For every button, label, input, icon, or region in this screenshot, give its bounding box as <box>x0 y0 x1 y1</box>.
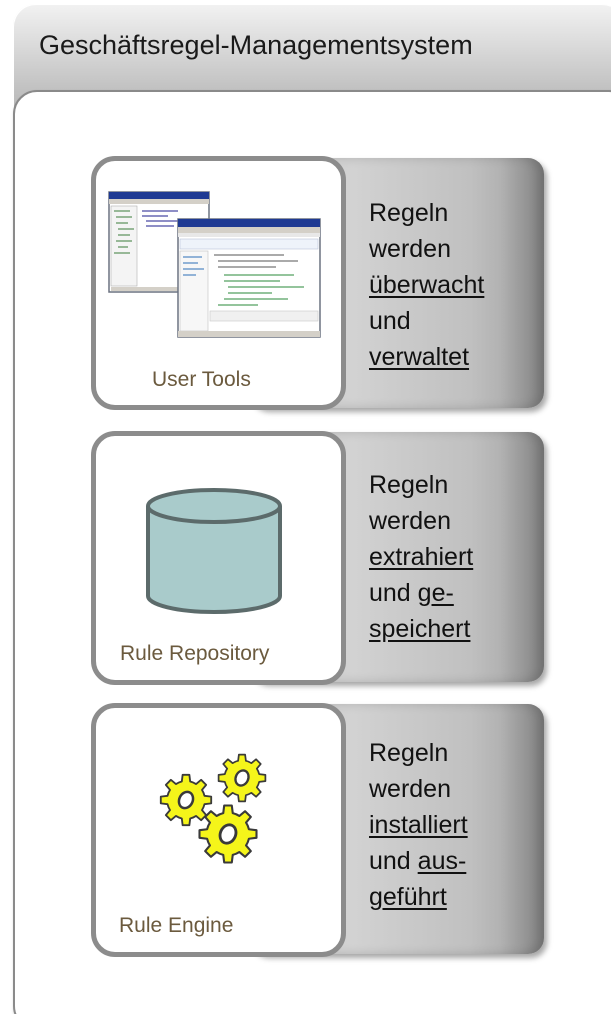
desc-line-underlined: verwaltet <box>369 343 470 371</box>
desc-line: Regeln <box>369 199 449 227</box>
screenshot-windows-icon <box>108 191 321 338</box>
card-label-user-tools: User Tools <box>152 368 251 391</box>
card-label-rule-engine: Rule Engine <box>119 914 234 937</box>
desc-line-underlined: installiert <box>369 811 468 839</box>
desc-underlined-part: aus- <box>417 847 467 875</box>
desc-prefix: und <box>369 579 418 607</box>
desc-line-underlined: geführt <box>369 883 447 911</box>
desc-line-mixed: und aus- <box>369 843 468 879</box>
desc-line-underlined: speichert <box>369 615 471 643</box>
gears-icon <box>159 753 267 864</box>
card-rule-repository <box>91 431 346 685</box>
desc-underlined-part: ge- <box>417 579 454 607</box>
desc-line: werden <box>369 507 451 535</box>
desc-line-underlined: überwacht <box>369 271 485 299</box>
desc-line-mixed: und ge- <box>369 575 473 611</box>
desc-line: werden <box>369 235 451 263</box>
card-rule-engine <box>91 703 346 957</box>
desc-line: und <box>369 307 411 335</box>
database-cylinder-icon <box>146 488 282 614</box>
desc-line: Regeln <box>369 471 449 499</box>
description-text-user-tools: Regeln werden überwacht und verwaltet <box>369 195 484 375</box>
page-title: Geschäftsregel-Managementsystem <box>39 30 473 60</box>
description-text-rule-repository: Regeln werden extrahiert und ge- speiche… <box>369 467 473 647</box>
card-label-rule-repository: Rule Repository <box>120 642 270 665</box>
desc-line: werden <box>369 775 451 803</box>
desc-line-underlined: extrahiert <box>369 543 474 571</box>
desc-prefix: und <box>369 847 418 875</box>
card-user-tools <box>91 156 346 410</box>
desc-line: Regeln <box>369 739 449 767</box>
description-text-rule-engine: Regeln werden installiert und aus- gefüh… <box>369 735 468 915</box>
